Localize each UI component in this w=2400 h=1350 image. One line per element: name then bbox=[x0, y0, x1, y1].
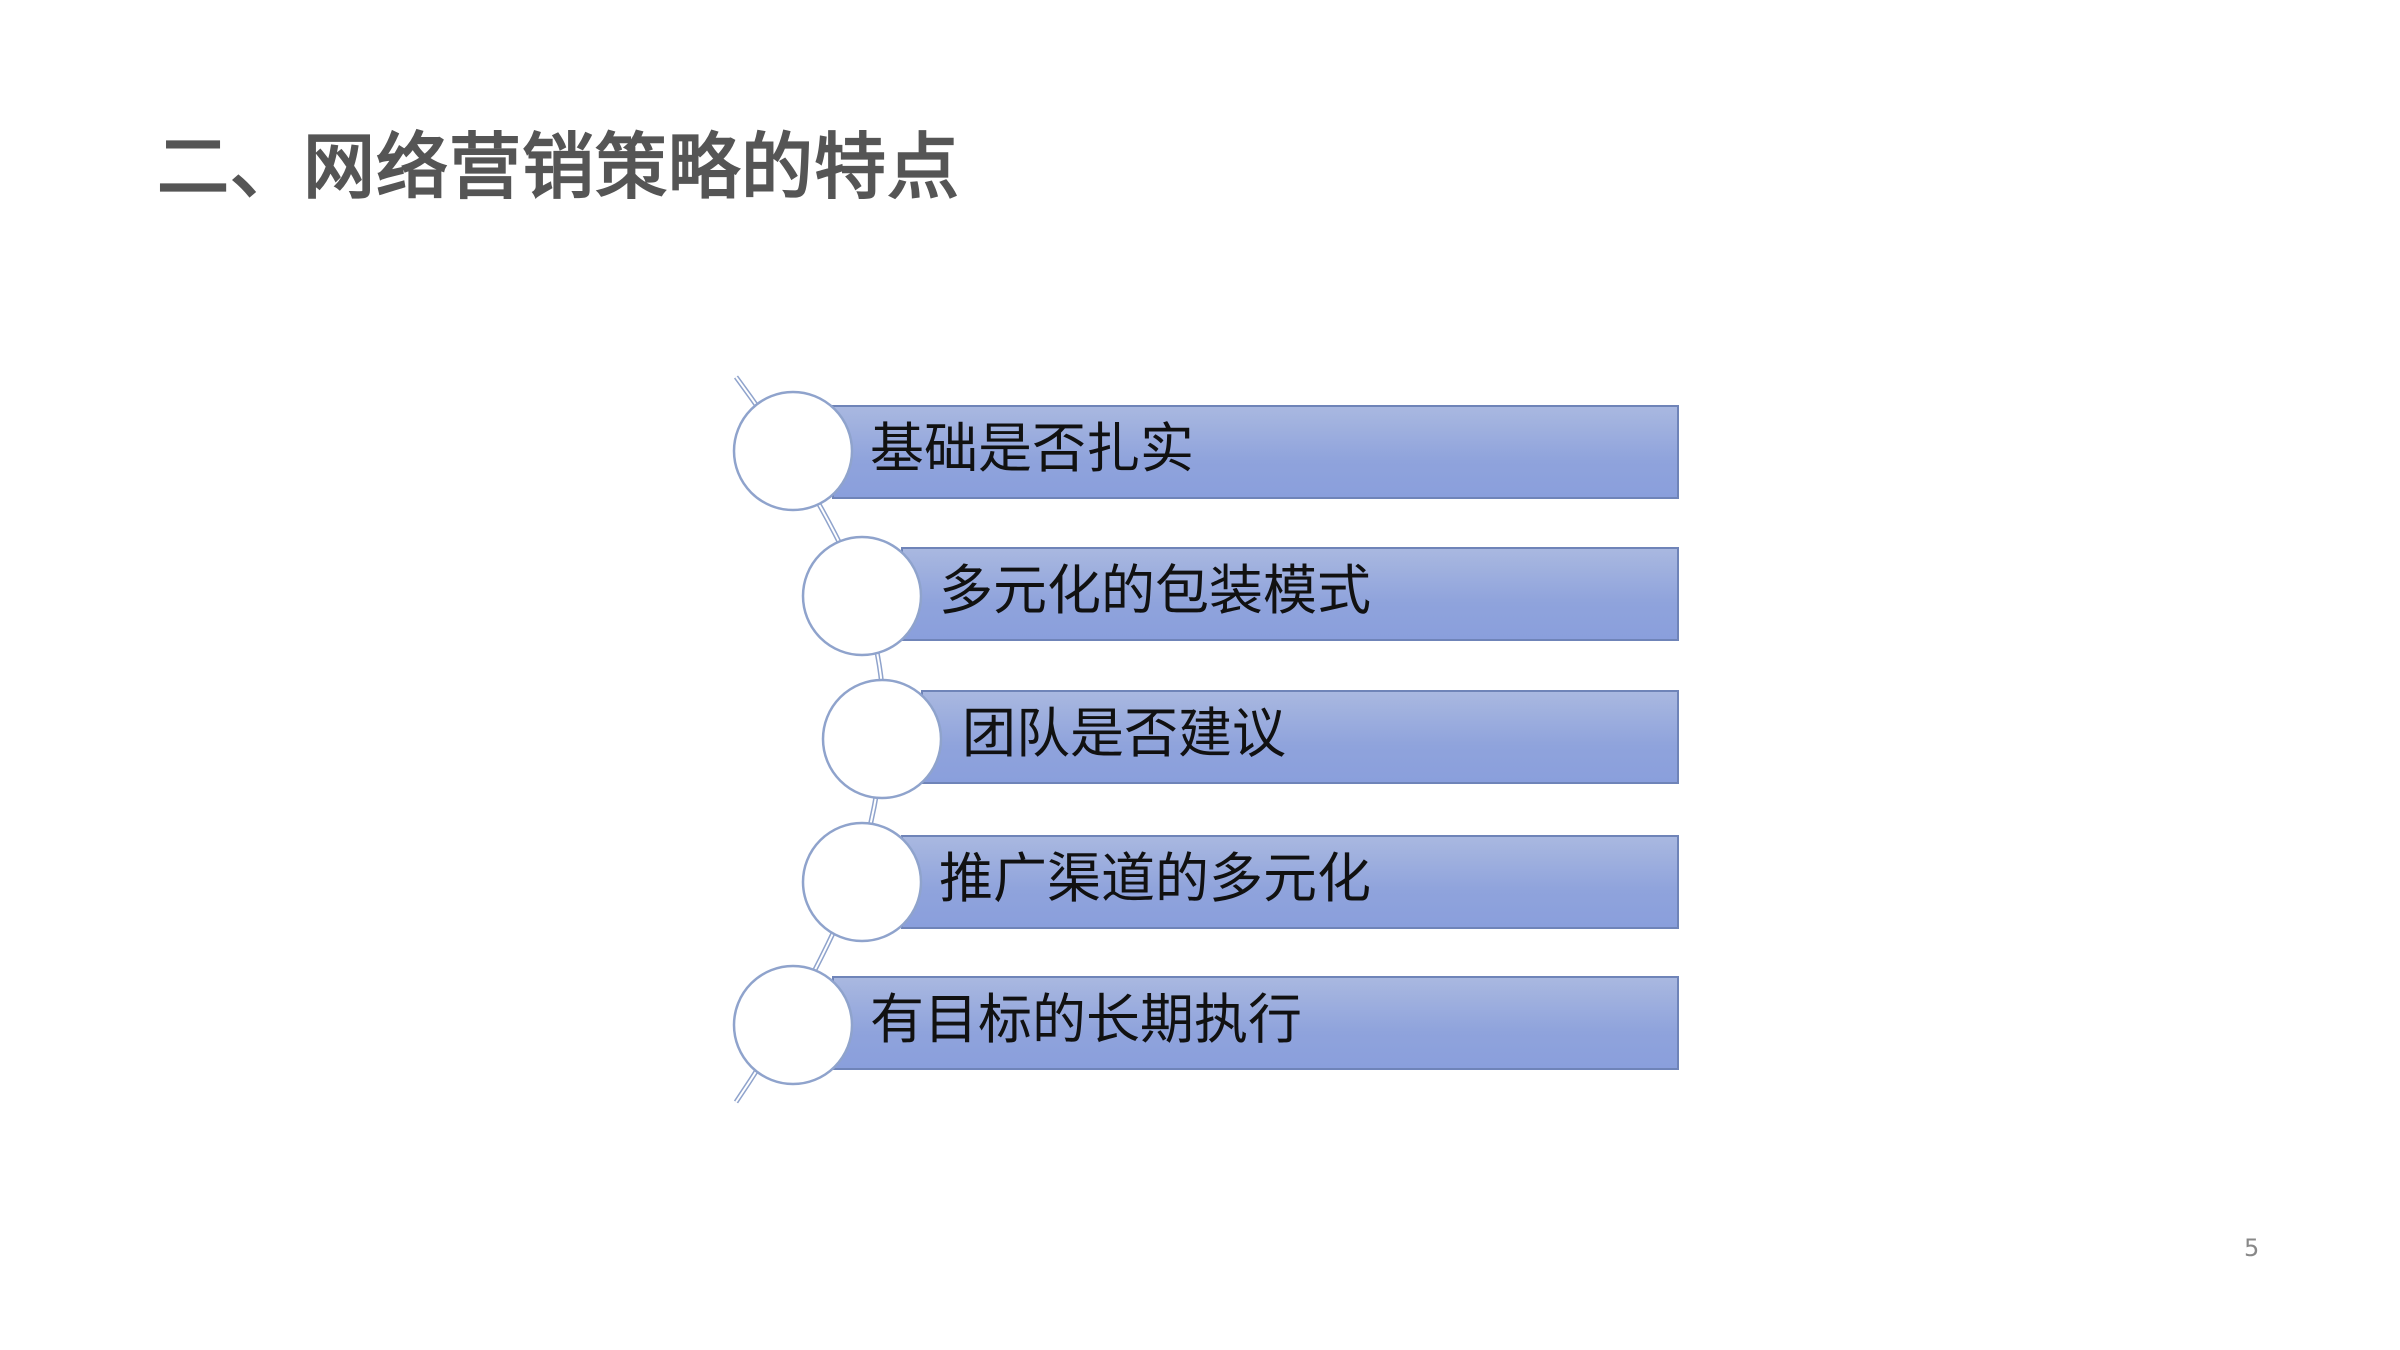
item-label-4: 推广渠道的多元化 bbox=[939, 847, 1371, 910]
item-circle-1 bbox=[732, 390, 854, 512]
item-label-2: 多元化的包装模式 bbox=[939, 559, 1371, 622]
item-circle-5 bbox=[732, 964, 854, 1086]
item-circle-4 bbox=[801, 821, 923, 943]
item-bar-4 bbox=[901, 835, 1679, 929]
item-bar-3 bbox=[921, 690, 1679, 784]
item-label-1: 基础是否扎实 bbox=[870, 417, 1194, 480]
item-bar-2 bbox=[901, 547, 1679, 641]
item-circle-3 bbox=[821, 678, 943, 800]
item-bar-1 bbox=[832, 405, 1679, 499]
item-circle-2 bbox=[801, 535, 923, 657]
item-label-5: 有目标的长期执行 bbox=[870, 988, 1302, 1051]
page-number: 5 bbox=[2244, 1234, 2260, 1262]
item-label-3: 团队是否建议 bbox=[962, 702, 1286, 765]
slide-title: 二、网络营销策略的特点 bbox=[157, 125, 961, 209]
